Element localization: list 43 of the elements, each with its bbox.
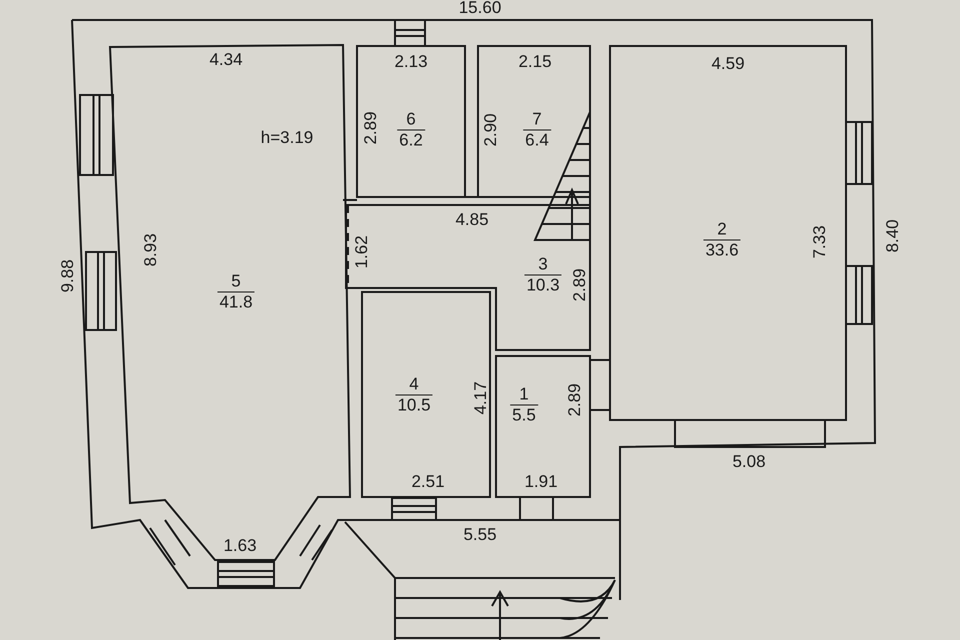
dimension-label: 4.34 — [209, 51, 243, 69]
room-outline — [356, 45, 466, 198]
room-outline — [109, 44, 351, 561]
room-outline — [361, 291, 491, 498]
room-outline — [477, 45, 591, 198]
ceiling-height-label: h=3.19 — [260, 129, 314, 147]
dimension-label: 1.62 — [353, 235, 371, 269]
dimension-label: 1.63 — [223, 537, 257, 555]
dimension-label: 7.33 — [811, 225, 829, 259]
room-area: 10.3 — [524, 274, 562, 296]
dimension-label: 2.89 — [566, 383, 584, 417]
room-area: 5.5 — [510, 404, 538, 426]
room-number: 6 — [405, 110, 417, 130]
dimension-label: 4.85 — [455, 211, 489, 229]
room-number: 3 — [537, 254, 549, 274]
dimension-label: 2.89 — [571, 268, 589, 302]
room-outline — [495, 355, 591, 498]
room-number: 2 — [716, 220, 728, 240]
dimension-label: 15.60 — [458, 0, 502, 17]
dimension-label: 9.88 — [59, 259, 77, 293]
dimension-label: 2.15 — [518, 53, 552, 71]
room-number: 1 — [518, 384, 530, 404]
room-number: 5 — [230, 272, 242, 292]
dimension-label: 2.51 — [411, 473, 445, 491]
room-area: 10.5 — [395, 394, 433, 416]
room-outline — [609, 45, 847, 421]
dimension-label: 5.55 — [463, 526, 497, 544]
dimension-label: 2.90 — [482, 113, 500, 147]
dimension-label: 8.40 — [884, 219, 902, 253]
dimension-label: 4.59 — [711, 55, 745, 73]
room-outline — [345, 204, 591, 351]
room-area: 6.4 — [523, 130, 551, 150]
room-area: 6.2 — [397, 130, 425, 150]
dimension-label: 2.13 — [394, 53, 428, 71]
dimension-label: 4.17 — [472, 381, 490, 415]
dimension-label: 1.91 — [524, 473, 558, 491]
room-number: 4 — [408, 374, 420, 394]
dimension-label: 5.08 — [732, 453, 766, 471]
room-area: 41.8 — [217, 292, 255, 312]
dimension-label: 2.89 — [362, 111, 380, 145]
dimension-label: 8.93 — [142, 233, 160, 267]
room-area: 33.6 — [703, 240, 741, 260]
room-number: 7 — [531, 110, 543, 130]
